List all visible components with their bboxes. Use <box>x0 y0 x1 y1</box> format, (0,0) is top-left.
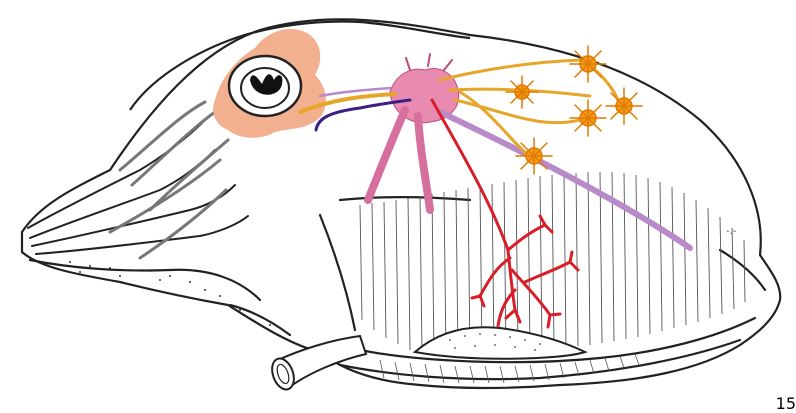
mantle-hatching <box>360 172 745 356</box>
siphon-tube <box>268 336 366 392</box>
arms <box>28 120 248 254</box>
page-number: 15 <box>776 394 796 413</box>
star-4 <box>606 88 642 124</box>
star-5 <box>516 138 552 174</box>
star-1 <box>570 46 606 82</box>
ganglion-spikes <box>406 54 452 70</box>
star-3 <box>570 100 606 136</box>
small-mark: -.- <box>726 226 737 237</box>
star-2 <box>506 76 538 108</box>
gill-mound <box>415 327 585 359</box>
stellate-nerves <box>440 60 620 155</box>
mantle-outline <box>22 19 780 388</box>
eye <box>229 56 301 116</box>
